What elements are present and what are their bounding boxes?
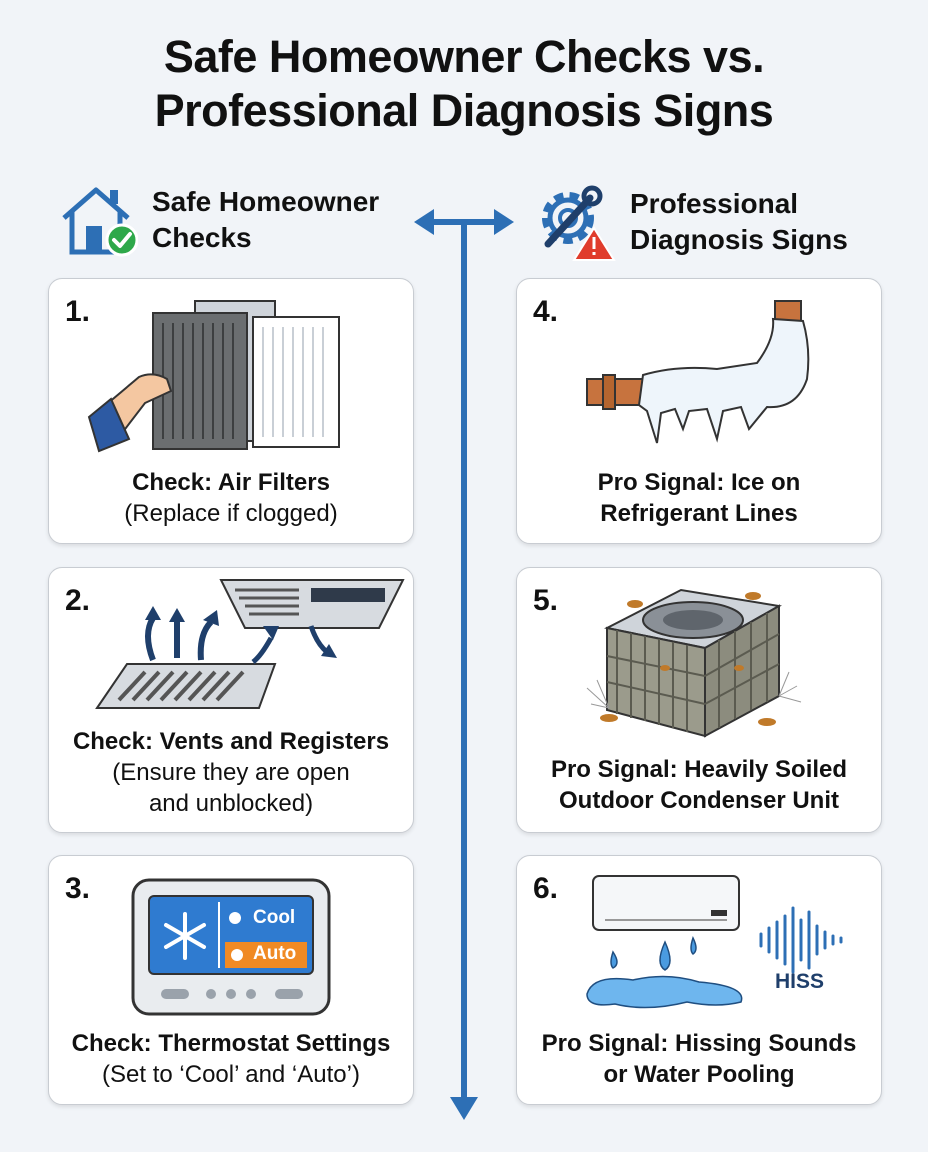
caption-sub: (Set to ‘Cool’ and ‘Auto’) bbox=[102, 1061, 360, 1088]
caption-sub: (Replace if clogged) bbox=[124, 500, 338, 527]
right-header-line-2: Diagnosis Signs bbox=[630, 224, 848, 255]
gear-wrench-warning-icon bbox=[542, 185, 616, 261]
thermostat-cool-label: Cool bbox=[253, 907, 296, 928]
card-caption: Pro Signal: Heavily Soiled Outdoor Conde… bbox=[517, 754, 881, 816]
left-column-header: Safe Homeowner Checks bbox=[58, 182, 379, 258]
card-thermostat-settings: Cool Auto 3. Check: Thermostat Settings … bbox=[48, 855, 414, 1105]
card-number: 1. bbox=[65, 295, 91, 328]
left-header-text: Safe Homeowner Checks bbox=[152, 184, 379, 256]
card-air-filters: 1. Check: Air Filters (Replace if clogge… bbox=[48, 278, 414, 544]
hiss-label: HISS bbox=[775, 970, 825, 993]
vent-register-illustration bbox=[95, 579, 405, 709]
card-number: 4. bbox=[533, 295, 559, 328]
thermostat-illustration bbox=[131, 878, 331, 1016]
right-header-line-1: Professional bbox=[630, 188, 799, 219]
title-line-2: Professional Diagnosis Signs bbox=[154, 85, 774, 136]
caption-bold-line-2: Refrigerant Lines bbox=[600, 500, 798, 527]
card-ice-refrigerant-lines: 4. Pro Signal: Ice on Refrigerant Lines bbox=[516, 278, 882, 544]
right-header-text: Professional Diagnosis Signs bbox=[630, 186, 848, 258]
card-soiled-condenser: 5. Pro Signal: Heavily Soiled Outdoor Co… bbox=[516, 567, 882, 833]
caption-sub-line-2: and unblocked) bbox=[148, 790, 314, 817]
condenser-unit-illustration bbox=[586, 588, 802, 738]
caption-bold: Check: Air Filters bbox=[132, 469, 330, 496]
card-caption: Pro Signal: Hissing Sounds or Water Pool… bbox=[517, 1028, 881, 1090]
caption-bold-line-1: Pro Signal: Hissing Sounds bbox=[541, 1030, 857, 1057]
iced-pipe-illustration bbox=[586, 300, 810, 444]
card-number: 6. bbox=[533, 872, 559, 905]
caption-bold: Check: Vents and Registers bbox=[72, 728, 390, 755]
left-header-line-2: Checks bbox=[152, 222, 252, 253]
title-line-1: Safe Homeowner Checks vs. bbox=[163, 31, 765, 82]
card-caption: Check: Air Filters (Replace if clogged) bbox=[49, 467, 413, 529]
snowflake-icon bbox=[164, 912, 206, 960]
card-caption: Check: Thermostat Settings (Set to ‘Cool… bbox=[49, 1028, 413, 1090]
air-filter-illustration bbox=[87, 300, 340, 453]
card-hissing-water: HISS 6. Pro Signal: Hissing Sounds or Wa… bbox=[516, 855, 882, 1105]
card-caption: Pro Signal: Ice on Refrigerant Lines bbox=[517, 467, 881, 529]
house-check-icon bbox=[62, 187, 138, 257]
caption-bold-line-1: Pro Signal: Heavily Soiled bbox=[550, 756, 848, 783]
card-caption: Check: Vents and Registers (Ensure they … bbox=[49, 726, 413, 819]
thermostat-auto-label: Auto bbox=[253, 943, 297, 964]
card-vents-registers: 2. Check: Vents and Registers (Ensure th… bbox=[48, 567, 414, 833]
left-header-line-1: Safe Homeowner bbox=[152, 186, 380, 217]
ac-leak-illustration bbox=[586, 875, 843, 1009]
right-column-header: Professional Diagnosis Signs bbox=[532, 182, 848, 262]
caption-bold-line-1: Pro Signal: Ice on bbox=[597, 469, 801, 496]
caption-sub-line-1: (Ensure they are open bbox=[112, 759, 350, 786]
card-number: 5. bbox=[533, 584, 559, 617]
caption-bold-line-2: Outdoor Condenser Unit bbox=[559, 787, 839, 814]
page-title: Safe Homeowner Checks vs. Professional D… bbox=[0, 30, 928, 138]
sound-wave-icon bbox=[759, 906, 843, 974]
card-number: 2. bbox=[65, 584, 91, 617]
caption-bold-line-2: or Water Pooling bbox=[603, 1061, 795, 1088]
caption-bold: Check: Thermostat Settings bbox=[71, 1030, 391, 1057]
card-number: 3. bbox=[65, 872, 91, 905]
